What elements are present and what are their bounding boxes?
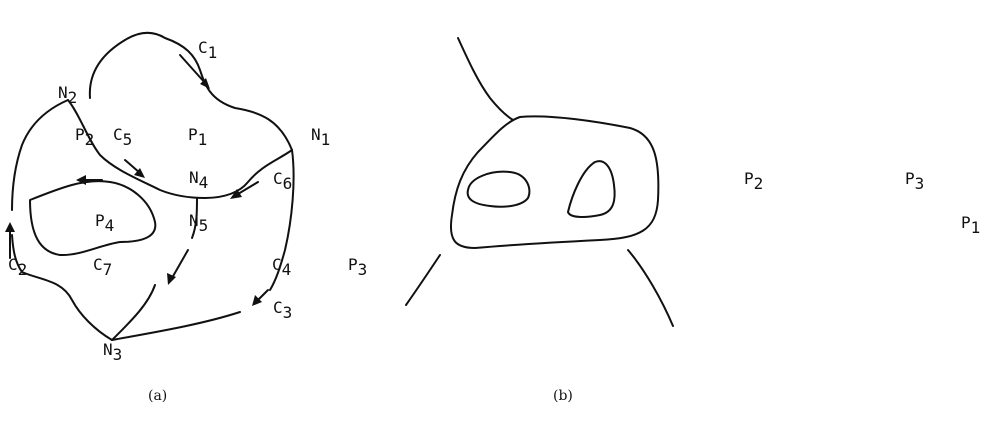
arrow-c7: [167, 249, 189, 285]
label-n3: N3: [103, 340, 122, 364]
label-c5: C5: [113, 125, 132, 149]
label-c6: C6: [273, 169, 292, 193]
curve-c6: [204, 149, 293, 199]
label-n5: N5: [189, 211, 208, 235]
label-p4: P4: [95, 211, 114, 235]
arrow-p4: [76, 175, 103, 185]
curve-c2-lower: [11, 234, 113, 341]
line-upper-left: [457, 37, 514, 121]
panel-a: C1 N2 P2 C5 P1 N1 N4 C6 P4 N5 C2 C7 C4 P…: [5, 32, 367, 404]
label-b-p2: P2: [744, 169, 763, 193]
hole-right: [567, 160, 616, 218]
label-p3: P3: [348, 255, 367, 279]
label-n1: N1: [311, 125, 330, 149]
label-c1: C1: [198, 38, 217, 62]
curve-c1: [88, 32, 293, 151]
region-outer: [450, 115, 660, 249]
label-p1: P1: [188, 125, 207, 149]
arrow-c2: [5, 222, 15, 259]
line-lower-right: [627, 249, 674, 327]
curve-c2: [11, 99, 69, 211]
label-c2: C2: [8, 255, 27, 279]
curve-c3: [111, 311, 241, 341]
caption-b: (b): [553, 388, 573, 404]
caption-a: (a): [148, 388, 167, 404]
arrow-c3: [252, 289, 269, 306]
label-p2: P2: [75, 125, 94, 149]
label-b-p3: P3: [905, 169, 924, 193]
curve-c7-lower: [111, 284, 156, 341]
label-c3: C3: [273, 298, 292, 322]
hole-left: [466, 170, 531, 208]
label-b-p1: P1: [961, 213, 980, 237]
line-lower-left: [405, 254, 441, 306]
label-n4: N4: [189, 168, 208, 192]
hole-p4: [29, 180, 157, 257]
arrow-c5: [124, 159, 145, 178]
arrow-c1: [179, 54, 210, 89]
label-n2: N2: [58, 83, 77, 107]
arrow-c6: [230, 181, 259, 199]
label-c7: C7: [93, 255, 112, 279]
curve-c4: [269, 149, 295, 291]
curve-c7: [191, 197, 198, 239]
label-c4: C4: [272, 255, 291, 279]
curve-c5: [67, 99, 206, 199]
panel-b: P2 P3 P1 (b): [405, 37, 980, 404]
